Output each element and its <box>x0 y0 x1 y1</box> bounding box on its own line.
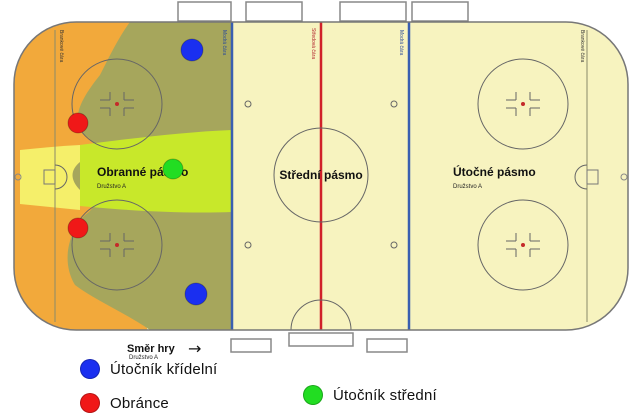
legend-label-defense: Obránce <box>110 394 169 412</box>
neutral-zone-title: Střední pásmo <box>279 168 362 182</box>
player-center <box>162 158 184 180</box>
rink-markings <box>14 22 628 331</box>
offensive-zone-team: Družstvo A <box>453 184 482 190</box>
direction-label: Směr hry <box>127 343 176 355</box>
legend-label-wing: Útočník křídelní <box>110 360 218 378</box>
direction-arrow-icon: → <box>188 339 201 358</box>
benches <box>177 1 469 353</box>
offensive-zone-title: Útočné pásmo <box>453 164 536 179</box>
player-wing-top <box>180 38 204 62</box>
blue-dot-icon <box>80 359 100 379</box>
goal-line-right-label: Brankové čára <box>579 30 585 62</box>
green-dot-icon <box>303 385 323 405</box>
legend-item-wing: Útočník křídelní <box>80 359 217 379</box>
direction-team: Družstvo A <box>129 355 158 361</box>
legend-label-center: Útočník střední <box>333 386 437 404</box>
player-defense-bottom <box>67 217 89 239</box>
player-wing-bottom <box>184 282 208 306</box>
player-defense-top <box>67 112 89 134</box>
blue-line-right-label: Modrá čára <box>398 30 404 56</box>
blue-line-left-label: Modrá čára <box>221 30 227 56</box>
defensive-zone-team: Družstvo A <box>97 184 126 190</box>
red-dot-icon <box>80 393 100 413</box>
heatmap <box>14 22 232 330</box>
goal-line-left-label: Brankové čára <box>58 30 64 62</box>
legend-item-center: Útočník střední <box>303 385 437 405</box>
legend-item-defense: Obránce <box>80 393 169 413</box>
center-line-label: Středová čára <box>310 28 316 59</box>
